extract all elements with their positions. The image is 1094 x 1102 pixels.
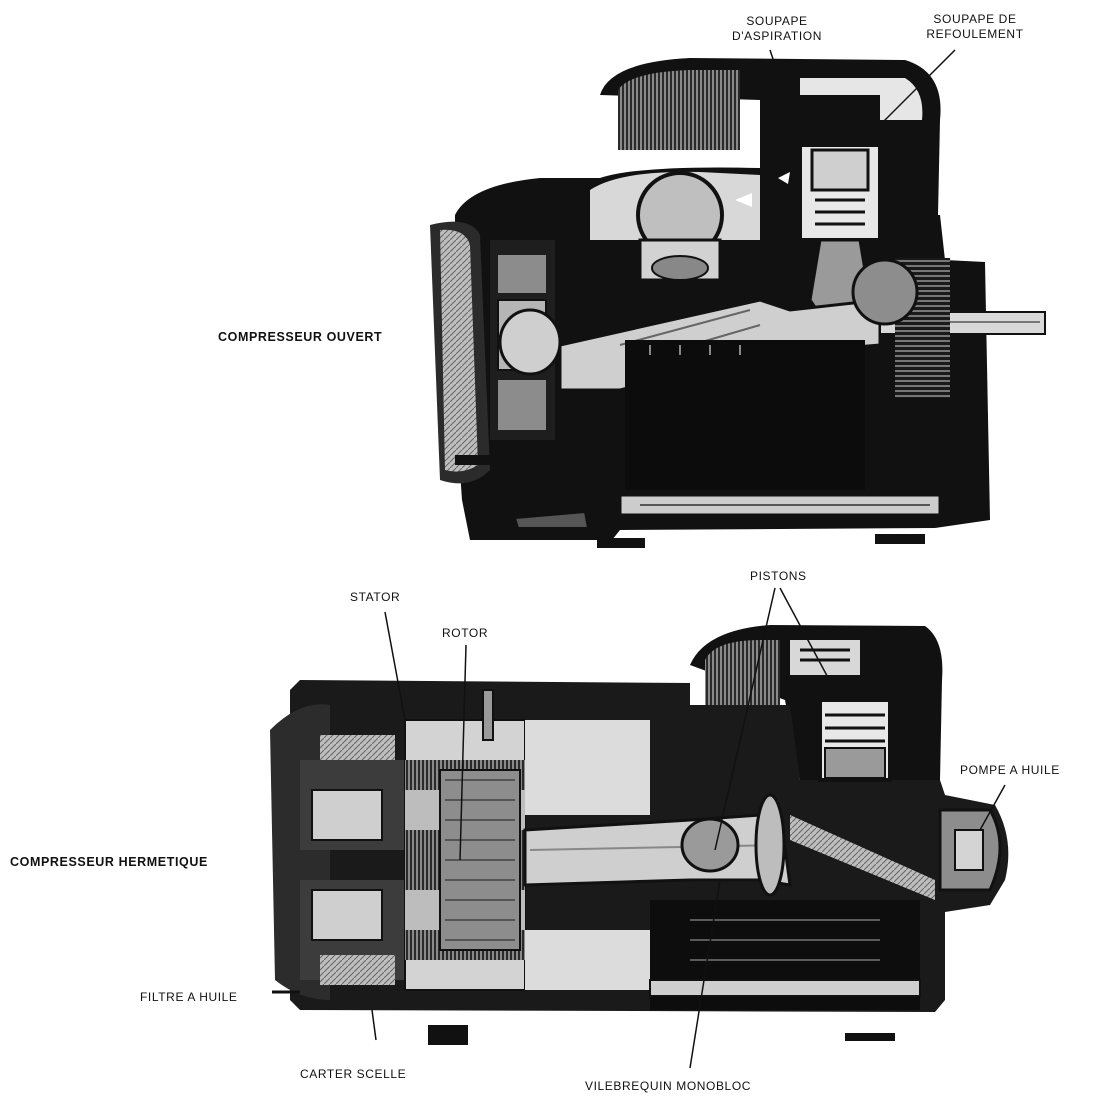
- oil-pump-leader: [979, 784, 1006, 831]
- suction-valve-label: SOUPAPE D'ASPIRATION: [722, 14, 832, 44]
- pistons-leader-1: [714, 587, 776, 851]
- oil-filter-label: FILTRE A HUILE: [140, 990, 238, 1004]
- hermetic-compressor-drawing: [270, 587, 1009, 1069]
- pistons-label: PISTONS: [750, 569, 807, 583]
- open-compressor-title: COMPRESSEUR OUVERT: [218, 330, 383, 344]
- discharge-valve-label-line1: SOUPAPE DE: [933, 12, 1017, 26]
- open-compressor-drawing: [430, 49, 1046, 548]
- hermetic-compressor-title: COMPRESSEUR HERMETIQUE: [10, 855, 208, 869]
- stator-leader: [384, 611, 406, 721]
- crankshaft-leader: [689, 879, 721, 1069]
- stator-label: STATOR: [350, 590, 401, 604]
- crankshaft-label: VILEBREQUIN MONOBLOC: [585, 1079, 752, 1093]
- suction-valve-label-line1: SOUPAPE: [746, 14, 808, 28]
- pistons-leader-2: [779, 587, 841, 701]
- discharge-valve-label-line2: REFOULEMENT: [926, 27, 1024, 41]
- discharge-valve-label: SOUPAPE DE REFOULEMENT: [910, 12, 1040, 42]
- oil-pump-label: POMPE A HUILE: [960, 763, 1060, 777]
- housing-leader: [371, 1009, 377, 1041]
- rotor-leader: [459, 644, 467, 861]
- rotor-label: ROTOR: [442, 626, 489, 640]
- suction-valve-label-line2: D'ASPIRATION: [732, 29, 822, 43]
- suction-valve-leader: [769, 49, 801, 141]
- sealed-housing-label: CARTER SCELLE: [300, 1067, 407, 1081]
- discharge-valve-leader: [869, 49, 956, 136]
